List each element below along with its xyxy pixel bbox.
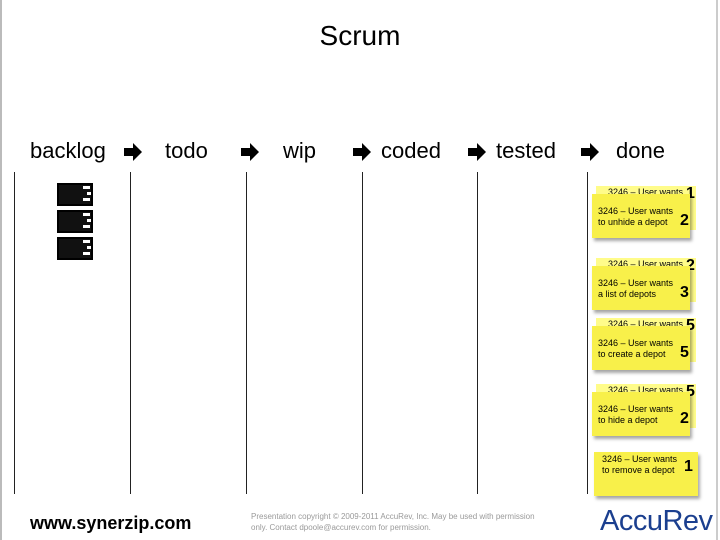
sticky-note: 3246 – User wants to hide a depot 2 — [592, 392, 690, 436]
copyright-notice: Presentation copyright © 2009-2011 AccuR… — [251, 512, 535, 532]
column-divider — [14, 172, 15, 494]
backlog-card-icon — [57, 183, 93, 206]
column-header-coded: coded — [381, 138, 441, 163]
column-divider — [246, 172, 247, 494]
column-header-done: done — [616, 138, 665, 163]
sticky-note: 3246 – User wants to unhide a depot 2 — [592, 194, 690, 238]
note-text: 3246 – User wants — [598, 338, 674, 348]
arrow-right-icon — [468, 143, 486, 161]
column-divider — [477, 172, 478, 494]
note-text: 3246 – User wants — [598, 404, 674, 414]
accurev-logo: AccuRev — [600, 505, 713, 537]
column-divider — [587, 172, 588, 494]
right-edge-line — [716, 0, 718, 540]
column-header-todo: todo — [165, 138, 208, 163]
note-text: to unhide a depot — [598, 217, 668, 227]
note-text: 3246 – User wants — [608, 385, 684, 395]
note-points: 2 — [680, 212, 689, 229]
sticky-note: 3246 – User wants a list of depots 3 — [592, 266, 690, 310]
column-divider — [362, 172, 363, 494]
note-points: 2 — [686, 257, 695, 274]
note-points: 5 — [680, 344, 689, 361]
note-text: to create a depot — [598, 349, 666, 359]
arrow-right-icon — [581, 143, 599, 161]
backlog-card-icon — [57, 210, 93, 233]
column-divider — [130, 172, 131, 494]
column-header-wip: wip — [283, 138, 317, 163]
note-text: a list of depots — [598, 289, 657, 299]
footer-url: www.synerzip.com — [30, 513, 192, 533]
backlog-card-icon — [57, 237, 93, 260]
sticky-note: 3246 – User wants to remove a depot 1 — [594, 452, 698, 496]
note-text: 3246 – User wants — [598, 206, 674, 216]
note-text: 3246 – User wants — [608, 187, 684, 197]
column-header-backlog: backlog — [30, 138, 106, 163]
slide-title: Scrum — [319, 20, 401, 51]
note-points: 5 — [686, 383, 695, 400]
done-note-stack: 3246 – User wants 1 3246 – User wants to… — [592, 185, 696, 240]
note-points: 5 — [686, 317, 695, 334]
note-text: 3246 – User wants — [608, 319, 684, 329]
note-points: 2 — [680, 410, 689, 427]
note-text: to hide a depot — [598, 415, 658, 425]
arrow-right-icon — [124, 143, 142, 161]
done-note-stack: 3246 – User wants 2 3246 – User wants a … — [592, 257, 696, 312]
column-header-tested: tested — [496, 138, 556, 163]
note-points: 1 — [686, 185, 695, 202]
note-text: to remove a depot — [602, 465, 675, 475]
note-points: 3 — [680, 284, 689, 301]
sticky-note: 3246 – User wants to create a depot 5 — [592, 326, 690, 370]
done-note-stack: 3246 – User wants 5 3246 – User wants to… — [592, 383, 696, 438]
note-text: 3246 – User wants — [598, 278, 674, 288]
note-text: 3246 – User wants — [602, 454, 678, 464]
done-note-stack: 3246 – User wants 5 3246 – User wants to… — [592, 317, 696, 372]
left-edge-line — [0, 0, 2, 540]
note-text: 3246 – User wants — [608, 259, 684, 269]
arrow-right-icon — [353, 143, 371, 161]
arrow-right-icon — [241, 143, 259, 161]
note-points: 1 — [684, 458, 693, 475]
